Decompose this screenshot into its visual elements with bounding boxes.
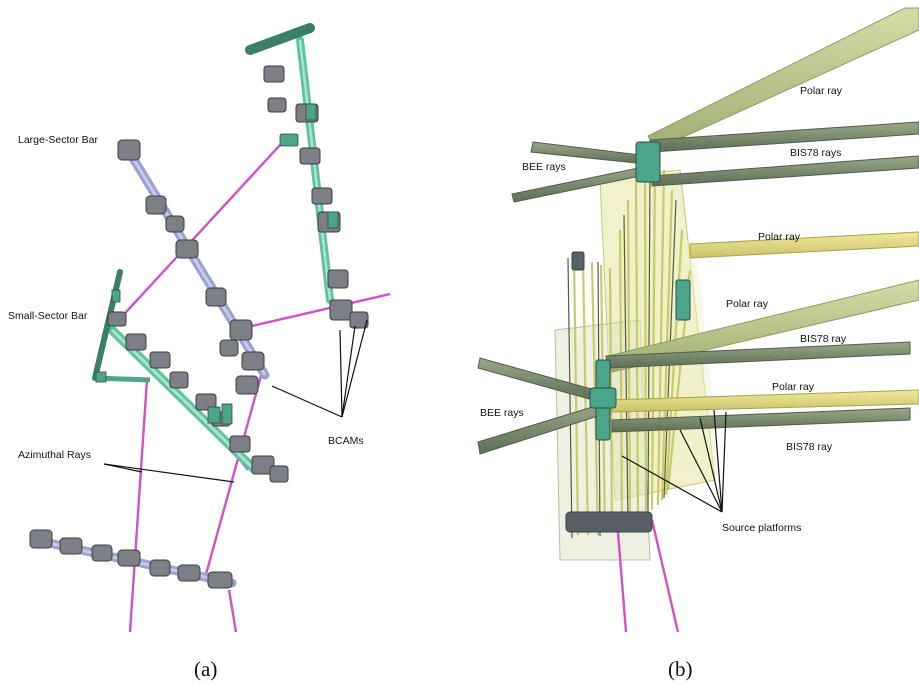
label-polar-ray-2: Polar ray	[758, 231, 801, 243]
caption-b: (b)	[668, 657, 693, 681]
sensor-details	[95, 103, 339, 425]
panel-b: Polar ray BIS78 rays BEE rays Polar ray …	[477, 7, 919, 681]
annotation-leaders-b	[621, 409, 727, 513]
label-bee-rays-top: BEE rays	[522, 161, 566, 173]
label-bis78-ray-2: BIS78 ray	[786, 441, 833, 453]
label-polar-ray-3: Polar ray	[726, 298, 769, 310]
label-source-platforms: Source platforms	[722, 522, 801, 534]
label-bcams: BCAMs	[328, 435, 364, 447]
bis78-ray-2	[611, 407, 911, 433]
bis78-ray-top-b	[651, 155, 919, 187]
label-bis78-ray-1: BIS78 ray	[800, 333, 847, 345]
label-polar-ray-4: Polar ray	[772, 381, 815, 393]
label-small-sector-bar: Small-Sector Bar	[8, 310, 88, 322]
label-azimuthal-rays: Azimuthal Rays	[18, 449, 91, 461]
label-large-sector-bar: Large-Sector Bar	[18, 134, 98, 146]
label-bis78-rays: BIS78 rays	[790, 147, 841, 159]
annotation-leaders-a	[103, 319, 368, 483]
panel-a: Large-Sector Bar Small-Sector Bar Azimut…	[8, 23, 391, 681]
polar-ray-2	[689, 231, 919, 259]
panel-b-magenta-rays	[615, 519, 680, 633]
top-right-bar	[245, 23, 334, 304]
azimuthal-ray-lines	[115, 143, 391, 633]
hub-hardware	[565, 141, 691, 533]
caption-a: (a)	[194, 657, 217, 681]
bcam-modules	[29, 65, 369, 589]
label-bee-rays-bottom: BEE rays	[480, 407, 524, 419]
label-polar-ray-1: Polar ray	[800, 85, 843, 97]
